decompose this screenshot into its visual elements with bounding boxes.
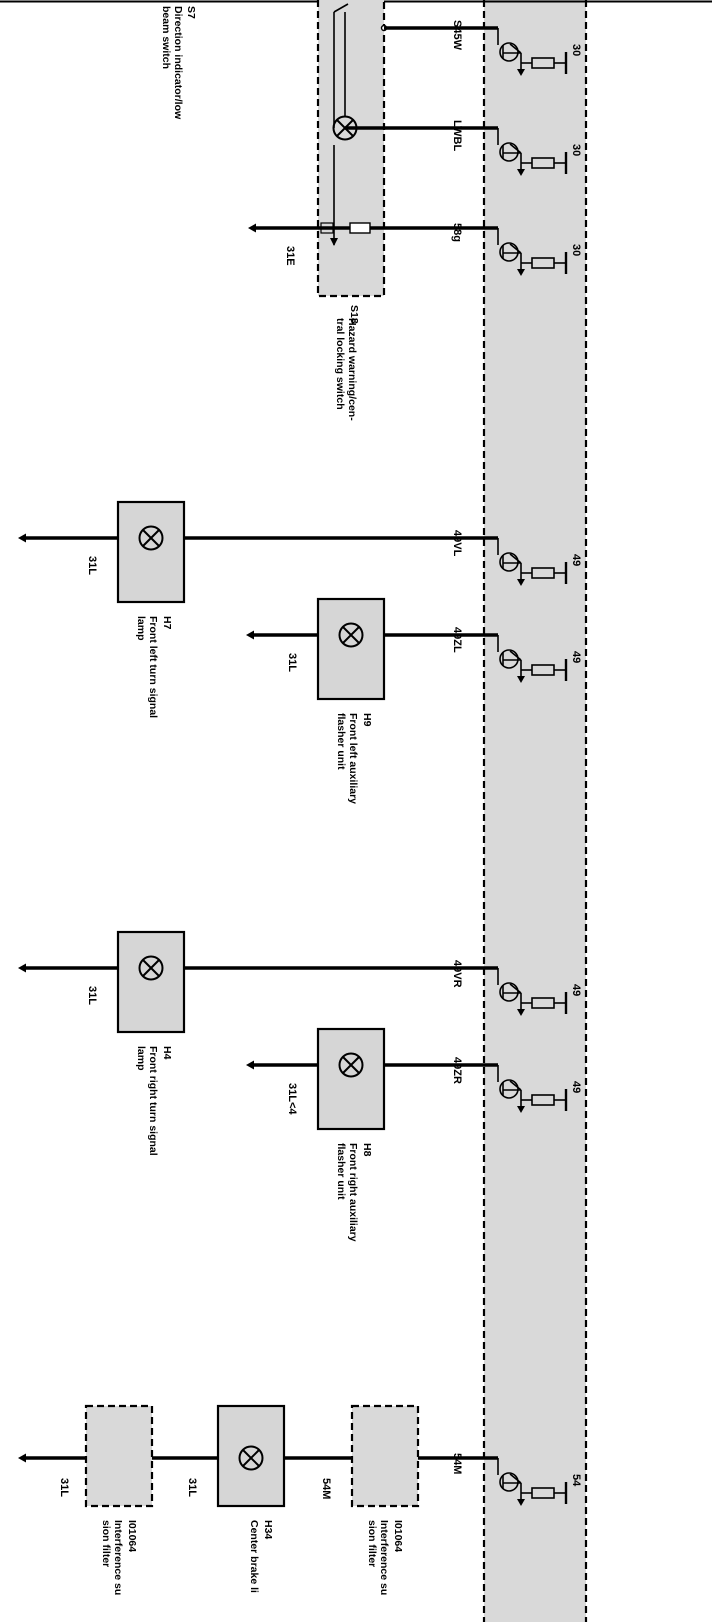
row-4-component-code: H7 xyxy=(161,616,173,630)
row-4-ground-arrow xyxy=(18,533,26,543)
filter-1-desc-line-2: sion filter xyxy=(100,1520,112,1567)
row-1-wire-label: S45W xyxy=(451,20,463,51)
s18-contact xyxy=(333,3,349,13)
row-7-component-box xyxy=(316,1027,386,1131)
row-6-component-box xyxy=(116,930,186,1034)
output-stage-3 xyxy=(499,242,568,276)
row-2-wire-label: LWBL xyxy=(451,120,463,151)
s18-code-line-1: S18 xyxy=(348,305,360,324)
row-6-ground-arrow xyxy=(18,963,26,973)
s18-internal-arrow xyxy=(330,238,338,246)
filter-1-box xyxy=(84,1404,154,1508)
row-5-ground-arrow xyxy=(246,630,254,640)
output-stage-4 xyxy=(499,552,568,586)
s7-desc-line-1: Direction indicator/low xyxy=(172,6,184,120)
terminal-7: 49 xyxy=(570,1081,582,1093)
output-stage-5 xyxy=(499,649,568,683)
row-4-component-box xyxy=(116,500,186,604)
filter-1-desc-line-1: Interference su xyxy=(112,1520,124,1595)
row-3-wire-label: 58g xyxy=(451,223,463,242)
row-3-resistor xyxy=(349,222,371,234)
output-stage-2 xyxy=(499,142,568,176)
brake-lamp-symbol xyxy=(238,1445,264,1471)
brake-wire2-label: 54M xyxy=(320,1478,332,1499)
brake-lamp-desc-line-1: Center brake li xyxy=(248,1520,260,1593)
output-stage-8 xyxy=(499,1472,568,1506)
row-7-ground-label: 31L<4 xyxy=(286,1083,298,1115)
filter-2-desc-line-2: sion filter xyxy=(366,1520,378,1567)
filter-2-box xyxy=(350,1404,420,1508)
row-3-diode xyxy=(320,222,334,234)
row-6-component-desc-line-2: lamp xyxy=(135,1046,147,1071)
filter-2-desc-line-1: Interference su xyxy=(378,1520,390,1595)
output-stage-7 xyxy=(499,1079,568,1113)
brake-lamp-box xyxy=(216,1404,286,1508)
row-6-component-desc-line-1: Front right turn signal xyxy=(147,1046,159,1156)
brake-lamp-code: H34 xyxy=(262,1520,274,1539)
filter-1-code: I01064 xyxy=(126,1520,138,1552)
row-5-wire-label: 49ZL xyxy=(451,627,463,653)
s18-desc-line-2: tral locking switch xyxy=(334,318,346,410)
row-6-wire-label: 49VR xyxy=(451,960,463,988)
row-5-component-desc-line-1: Front left auxiliary xyxy=(347,713,359,804)
row-7-component-desc-line-1: Front right auxiliary xyxy=(347,1143,359,1242)
row-3-ground-arrow xyxy=(248,223,256,233)
terminal-1: 30 xyxy=(570,44,582,56)
row-4-wire-label: 49VL xyxy=(451,530,463,557)
s7-desc-line-2: beam switch xyxy=(160,6,172,69)
row-7-component-code: H8 xyxy=(361,1143,373,1157)
row-5-lamp-symbol xyxy=(338,622,364,648)
output-stage-6 xyxy=(499,982,568,1016)
control-module xyxy=(484,0,586,1622)
terminal-2: 30 xyxy=(570,144,582,156)
row-8-wire-label: 54M xyxy=(451,1453,463,1474)
brake-ground-label: 31L xyxy=(58,1478,70,1497)
row-7-ground-arrow xyxy=(246,1060,254,1070)
terminal-4: 49 xyxy=(570,554,582,566)
row-5-component-desc-line-2: flasher unit xyxy=(335,713,347,770)
row-4-component-desc-line-2: lamp xyxy=(135,616,147,641)
terminal-6: 49 xyxy=(570,984,582,996)
row-2-lamp-symbol xyxy=(332,115,358,141)
terminal-8: 54 xyxy=(570,1474,582,1487)
s18-desc-line-1: Hazard warning/cen- xyxy=(346,318,358,421)
row-6-component-code: H4 xyxy=(161,1046,173,1060)
row-5-component-box xyxy=(316,597,386,701)
ground-arrow-brake xyxy=(18,1453,26,1463)
row-6-ground-label: 31L xyxy=(86,986,98,1005)
terminal-5: 49 xyxy=(570,651,582,663)
row-6-lamp-symbol xyxy=(138,955,164,981)
row-4-lamp-symbol xyxy=(138,525,164,551)
brake-wire3-label: 31L xyxy=(186,1478,198,1497)
s18-switch-box xyxy=(316,0,386,298)
terminal-3: 30 xyxy=(570,244,582,256)
filter-2-code: I01064 xyxy=(392,1520,404,1552)
row-5-ground-label: 31L xyxy=(286,653,298,672)
row-7-lamp-symbol xyxy=(338,1052,364,1078)
row-3-ground-label: 31E xyxy=(284,246,296,266)
output-stage-1 xyxy=(499,42,568,76)
row-7-component-desc-line-2: flasher unit xyxy=(335,1143,347,1200)
row-7-wire-label: 49ZR xyxy=(451,1057,463,1084)
s7-code-line-1: S7 xyxy=(185,6,197,19)
row-4-ground-label: 31L xyxy=(86,556,98,575)
row-4-component-desc-line-1: Front left turn signal xyxy=(147,616,159,718)
row-5-component-code: H9 xyxy=(361,713,373,727)
